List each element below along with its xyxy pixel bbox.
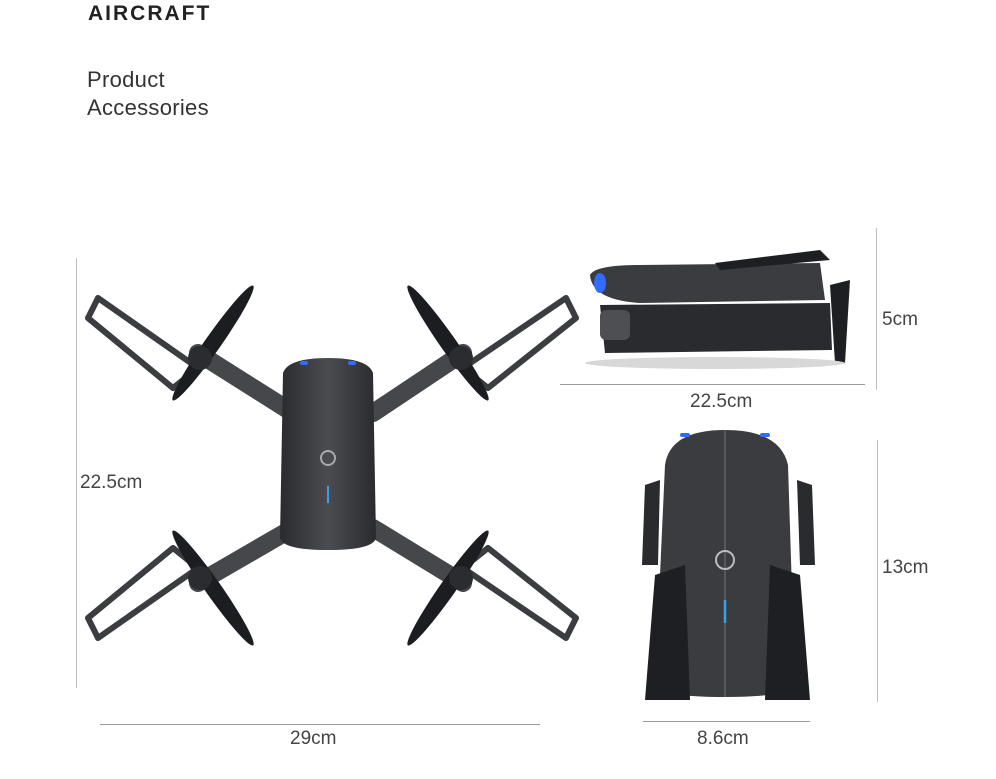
subtitle-line-2: Accessories — [87, 95, 209, 120]
unfolded-width-line — [100, 724, 540, 725]
folded-top-drone-image — [642, 430, 815, 700]
side-length-label: 22.5cm — [690, 391, 753, 412]
unfolded-width-label: 29cm — [290, 728, 337, 749]
top-length-label: 13cm — [882, 557, 929, 578]
unfolded-height-label: 22.5cm — [80, 472, 143, 493]
subtitle-line-1: Product — [87, 67, 165, 92]
top-width-line — [643, 721, 810, 722]
side-height-label: 5cm — [882, 309, 918, 330]
side-length-line — [560, 384, 865, 385]
folded-side-drone-image — [585, 250, 850, 369]
top-width-label: 8.6cm — [697, 728, 749, 749]
top-length-line — [877, 440, 878, 702]
brand-title: AIRCRAFT — [88, 2, 212, 25]
unfolded-drone-image — [85, 285, 579, 646]
side-height-line — [876, 228, 877, 390]
unfolded-height-line — [76, 258, 77, 688]
section-subtitle: Product Accessories — [87, 66, 209, 122]
